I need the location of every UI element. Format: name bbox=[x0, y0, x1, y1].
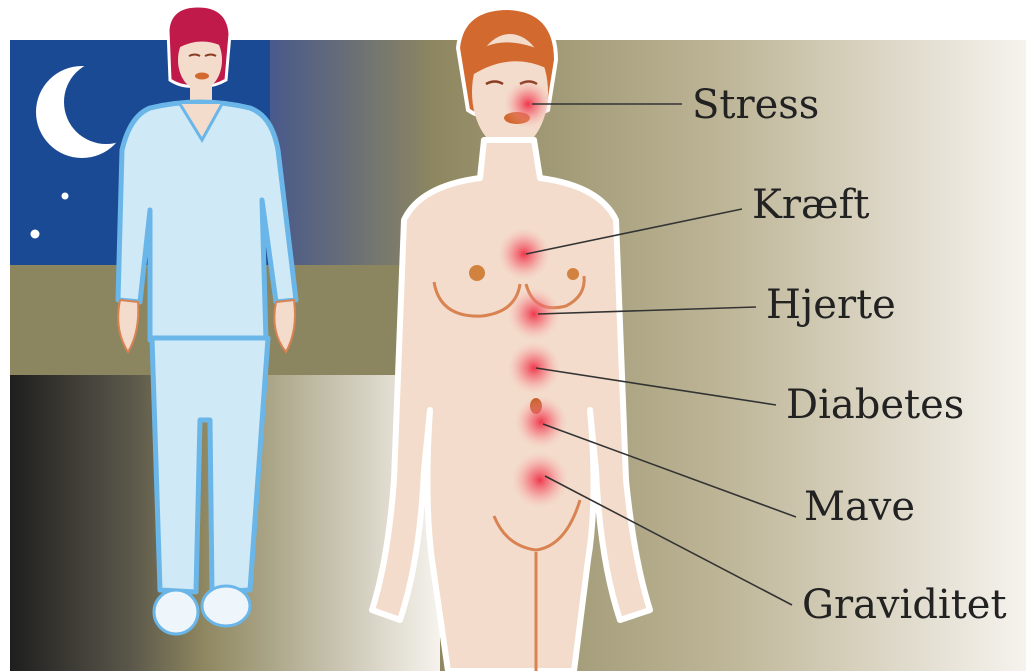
label-pregnancy: Graviditet bbox=[802, 582, 1007, 628]
label-cancer: Kræft bbox=[752, 182, 869, 228]
hotspot-diabetes bbox=[508, 342, 560, 394]
label-heart: Hjerte bbox=[766, 282, 896, 328]
label-stomach: Mave bbox=[804, 484, 915, 530]
star-icon bbox=[31, 230, 40, 239]
hotspot-cancer bbox=[498, 228, 550, 280]
hotspot-stomach bbox=[515, 396, 567, 448]
label-stress: Stress bbox=[692, 82, 819, 128]
label-diabetes: Diabetes bbox=[786, 382, 964, 428]
hotspot-pregnancy bbox=[512, 452, 568, 508]
star-icon bbox=[62, 193, 69, 200]
